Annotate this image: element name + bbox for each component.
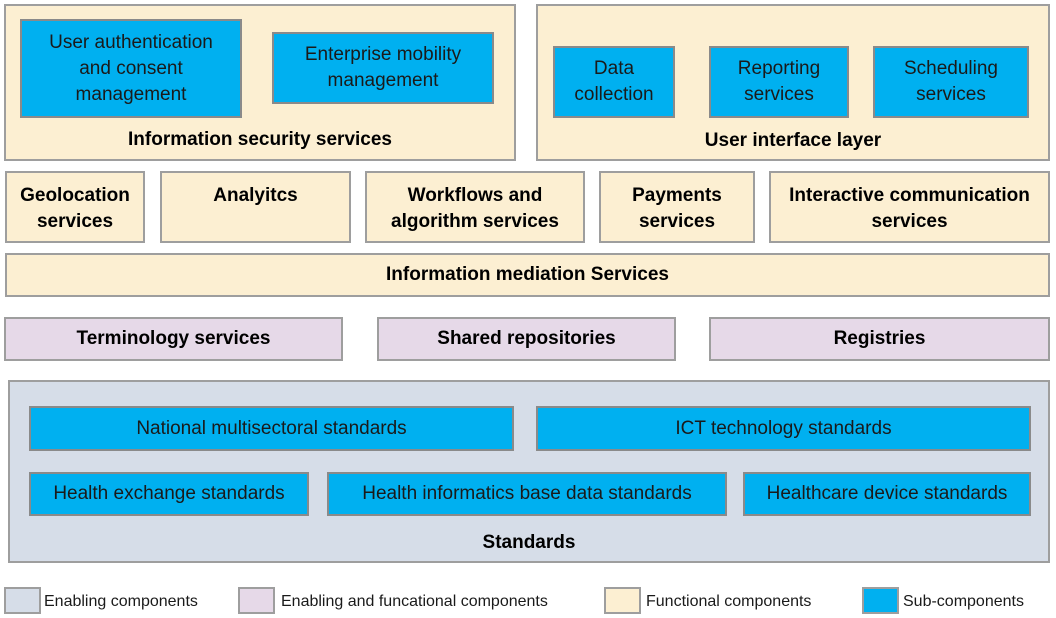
terminology-services-box: Terminology services — [4, 317, 343, 361]
terminology-services-label: Terminology services — [76, 328, 271, 349]
health-exchange-standards-label: Health exchange standards — [53, 483, 285, 504]
reporting-services-box: Reporting services — [709, 46, 849, 118]
user-authentication-label: User authentication and consent manageme… — [49, 31, 213, 105]
workflows-algorithm-box: Workflows and algorithm services — [365, 171, 585, 243]
healthcare-device-standards-box: Healthcare device standards — [743, 472, 1031, 516]
legend-label-sub-components: Sub-components — [903, 593, 1024, 610]
user-interface-layer-title: User interface layer — [704, 130, 882, 151]
information-security-title: Information security services — [128, 129, 392, 150]
health-informatics-standards-label: Health informatics base data standards — [362, 483, 692, 504]
health-exchange-standards-box: Health exchange standards — [29, 472, 309, 516]
registries-label: Registries — [833, 328, 926, 349]
ict-technology-standards-label: ICT technology standards — [675, 417, 892, 439]
shared-repositories-box: Shared repositories — [377, 317, 676, 361]
payments-services-box: Payments services — [599, 171, 755, 243]
data-collection-box: Data collection — [553, 46, 675, 118]
analytics-label: Analyitcs — [213, 185, 298, 206]
health-informatics-standards-box: Health informatics base data standards — [327, 472, 727, 516]
legend-swatch-functional — [604, 587, 641, 614]
enterprise-mobility-box: Enterprise mobility management — [272, 32, 494, 104]
interactive-communication-box: Interactive communication services — [769, 171, 1050, 243]
healthcare-device-standards-label: Healthcare device standards — [766, 483, 1008, 504]
geolocation-services-label: Geolocation services — [20, 185, 130, 232]
workflows-algorithm-label: Workflows and algorithm services — [391, 185, 559, 232]
national-multisectoral-standards-label: National multisectoral standards — [136, 417, 407, 439]
geolocation-services-box: Geolocation services — [5, 171, 145, 243]
ict-technology-standards-box: ICT technology standards — [536, 406, 1031, 451]
registries-box: Registries — [709, 317, 1050, 361]
user-authentication-box: User authentication and consent manageme… — [20, 19, 242, 118]
legend-swatch-enabling-functional — [238, 587, 275, 614]
legend-swatch-enabling — [4, 587, 41, 614]
reporting-services-label: Reporting services — [737, 58, 821, 105]
payments-services-label: Payments services — [632, 185, 722, 232]
scheduling-services-box: Scheduling services — [873, 46, 1029, 118]
information-mediation-box: Information mediation Services — [5, 253, 1050, 297]
national-multisectoral-standards-box: National multisectoral standards — [29, 406, 514, 451]
legend-swatch-sub-components — [862, 587, 899, 614]
shared-repositories-label: Shared repositories — [437, 328, 616, 349]
enterprise-mobility-label: Enterprise mobility management — [304, 44, 462, 91]
data-collection-label: Data collection — [574, 58, 654, 105]
standards-title: Standards — [482, 532, 576, 553]
legend-label-enabling-functional: Enabling and funcational components — [281, 593, 548, 610]
interactive-communication-label: Interactive communication services — [789, 185, 1030, 232]
analytics-box: Analyitcs — [160, 171, 351, 243]
legend-label-functional: Functional components — [646, 593, 812, 610]
legend-label-enabling: Enabling components — [44, 593, 198, 610]
scheduling-services-label: Scheduling services — [903, 58, 999, 105]
information-mediation-label: Information mediation Services — [386, 264, 669, 285]
